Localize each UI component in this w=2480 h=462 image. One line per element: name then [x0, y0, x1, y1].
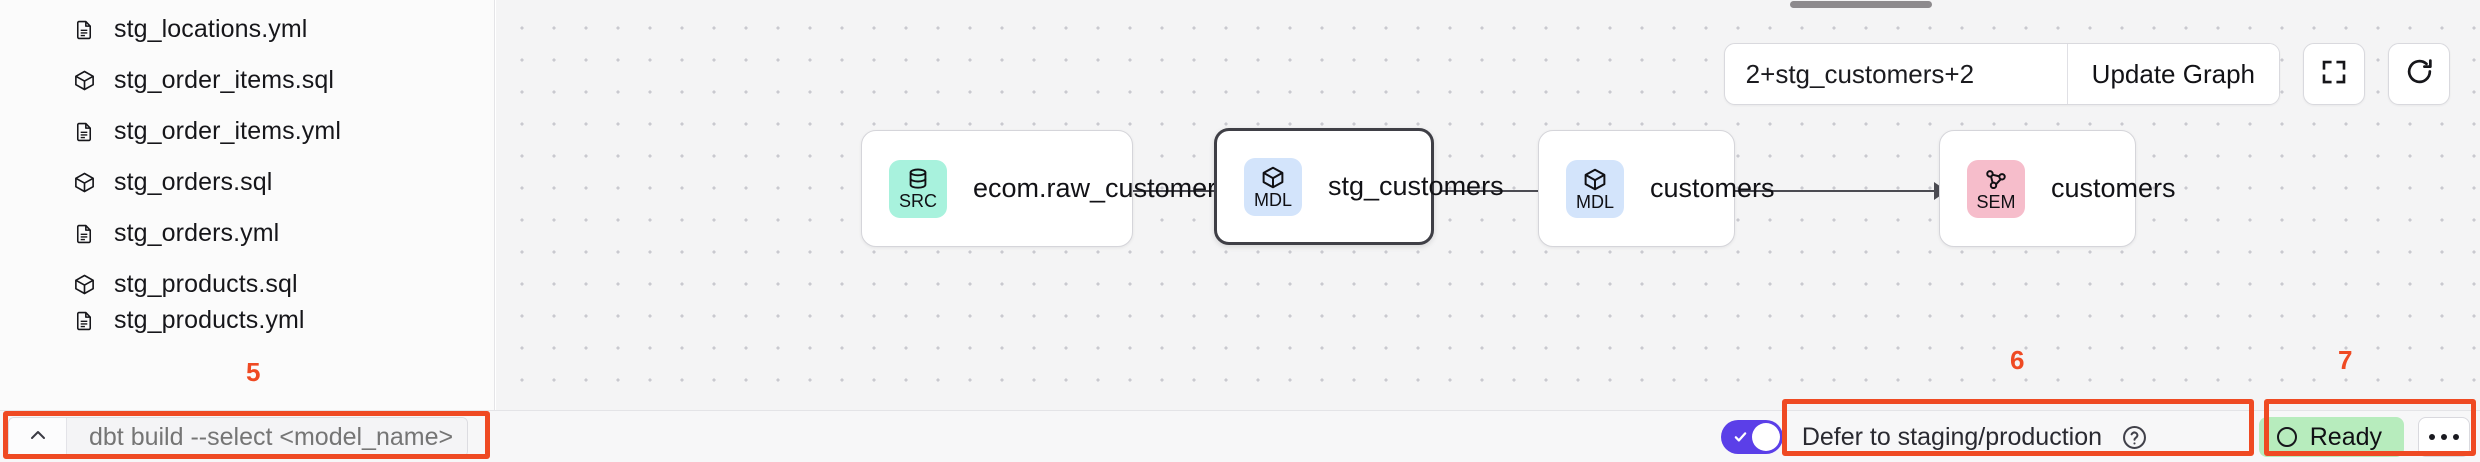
node-graph-icon — [1983, 167, 2009, 192]
sql-model-icon — [72, 68, 96, 94]
fit-to-screen-button[interactable] — [2303, 43, 2365, 105]
help-circle-icon[interactable] — [2121, 424, 2148, 451]
node-label: customers — [1650, 173, 1775, 203]
graph-node-customers-semantic[interactable]: SEM customers — [1939, 130, 2176, 247]
yaml-file-icon — [72, 119, 96, 145]
check-icon — [1732, 429, 1749, 450]
node-label: stg_customers — [1328, 171, 1504, 201]
file-tree-item-label: stg_order_items.sql — [114, 66, 335, 94]
node-badge-src: SRC — [889, 159, 947, 218]
file-tree-item[interactable]: stg_locations.yml — [0, 4, 494, 55]
node-badge-label: SEM — [1976, 191, 2016, 212]
defer-toggle-group: Defer to staging/production — [1706, 417, 2162, 457]
status-circle-icon — [2276, 427, 2297, 447]
graph-node-stg-customers[interactable]: MDL stg_customers — [1214, 128, 1504, 245]
graph-node-customers-model[interactable]: MDL customers — [1538, 130, 1775, 247]
file-tree-item-label: stg_orders.sql — [114, 168, 273, 196]
status-label: Ready — [2309, 422, 2382, 451]
status-badge[interactable]: Ready — [2258, 417, 2404, 457]
chevron-up-icon — [26, 423, 50, 452]
toolbar-divider — [2066, 44, 2068, 104]
cube-icon — [1582, 167, 1608, 192]
command-expand-button[interactable] — [9, 418, 67, 456]
file-tree-item[interactable]: stg_orders.yml — [0, 208, 494, 259]
file-tree-item-label: stg_products.yml — [114, 310, 305, 334]
bottom-status-bar: Defer to staging/production Ready — [0, 410, 2480, 462]
file-explorer-sidebar: stg_locations.yml stg_order_items.sql stg_… — [0, 0, 495, 410]
file-tree-item-label: stg_order_items.yml — [114, 117, 341, 145]
fit-to-screen-icon — [2319, 57, 2349, 92]
file-tree: stg_locations.yml stg_order_items.sql stg_… — [0, 0, 494, 336]
sql-model-icon — [72, 170, 96, 196]
cube-icon — [1260, 165, 1286, 190]
more-options-button[interactable] — [2418, 417, 2470, 457]
more-options-icon — [2429, 434, 2435, 440]
node-badge-sem: SEM — [1967, 159, 2025, 218]
node-badge-label: MDL — [1253, 189, 1292, 210]
more-options-icon — [2453, 434, 2459, 440]
file-tree-item[interactable]: stg_order_items.sql — [0, 55, 494, 106]
file-tree-item-label: stg_orders.yml — [114, 219, 280, 247]
node-badge-mdl: MDL — [1566, 159, 1624, 218]
command-bar — [8, 417, 468, 457]
node-badge-label: MDL — [1575, 191, 1614, 212]
yaml-file-icon — [72, 310, 96, 334]
file-tree-item[interactable]: stg_orders.sql — [0, 157, 494, 208]
defer-label: Defer to staging/production — [1801, 422, 2102, 451]
canvas-top-strip — [496, 0, 2480, 9]
file-tree-item[interactable]: stg_products.sql — [0, 259, 494, 310]
yaml-file-icon — [72, 17, 96, 43]
file-tree-item[interactable]: stg_order_items.yml — [0, 106, 494, 157]
command-input[interactable] — [67, 418, 467, 456]
graph-selector-input[interactable] — [1724, 44, 2067, 104]
graph-selector-group: Update Graph — [1723, 43, 2280, 105]
status-group: Ready — [2258, 417, 2470, 457]
node-label: customers — [2051, 173, 2176, 203]
file-tree-item-label: stg_products.sql — [114, 270, 298, 298]
update-graph-button[interactable]: Update Graph — [2067, 44, 2279, 104]
sql-model-icon — [72, 272, 96, 298]
lineage-graph-canvas[interactable]: Update Graph — [496, 0, 2480, 410]
refresh-icon — [2404, 56, 2435, 92]
graph-node-ecom-raw-customers[interactable]: SRC ecom.raw_customers — [861, 130, 1230, 247]
node-badge-mdl: MDL — [1244, 157, 1302, 216]
file-tree-item[interactable]: stg_products.yml — [0, 310, 494, 336]
database-icon — [905, 167, 931, 191]
defer-toggle[interactable] — [1720, 420, 1783, 454]
more-options-icon — [2441, 434, 2447, 440]
file-tree-item-label: stg_locations.yml — [114, 15, 308, 43]
graph-toolbar: Update Graph — [1723, 43, 2450, 105]
node-badge-label: SRC — [898, 191, 937, 211]
toggle-knob — [1751, 423, 1780, 451]
horizontal-scrollbar[interactable] — [1790, 1, 1932, 8]
refresh-graph-button[interactable] — [2388, 43, 2450, 105]
yaml-file-icon — [72, 221, 96, 247]
edge-customers-to-sem — [1735, 190, 1936, 192]
node-label: ecom.raw_customers — [973, 173, 1230, 203]
